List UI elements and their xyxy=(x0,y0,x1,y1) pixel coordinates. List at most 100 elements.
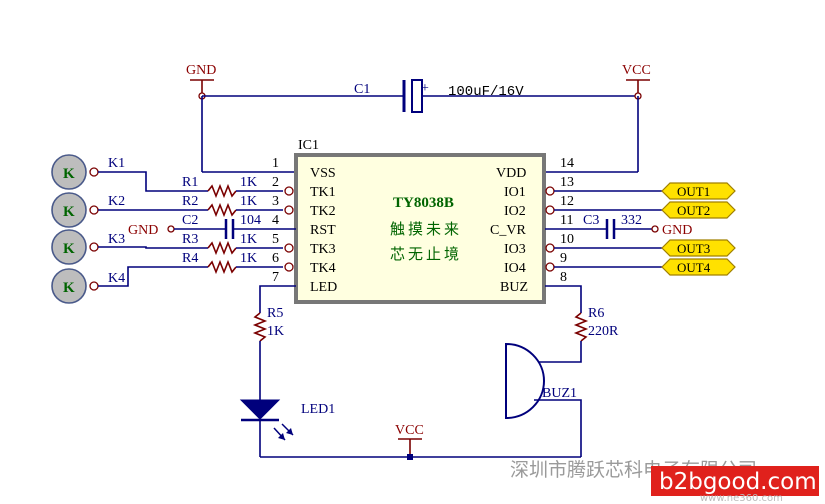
resistor-r2: R2 1K xyxy=(182,194,283,218)
key-k2-ref: K2 xyxy=(108,194,125,209)
out4-shape xyxy=(661,258,736,276)
c3-value: 332 xyxy=(621,213,642,228)
out3-shape xyxy=(661,239,736,257)
io4-bubble xyxy=(545,262,555,272)
key-k3-ref: K3 xyxy=(108,232,125,247)
c3-ref: C3 xyxy=(583,213,599,228)
out2-shape xyxy=(661,201,736,219)
vcc-top-label: VCC xyxy=(622,63,651,78)
pin-5-name: TK3 xyxy=(310,242,336,257)
led-ray-1-head xyxy=(286,428,293,435)
r4-value: 1K xyxy=(240,251,257,266)
buz-pin-wire xyxy=(545,285,582,313)
pin-5-num: 5 xyxy=(272,232,279,247)
key-k4-ref: K4 xyxy=(108,271,125,286)
pin-10-name: IO3 xyxy=(504,242,526,257)
pin-14-name: VDD xyxy=(496,166,526,181)
pin-4-name: RST xyxy=(310,223,336,238)
pin-13-num: 13 xyxy=(560,175,574,190)
buzzer-to-vcc-wire xyxy=(534,399,582,457)
key-k3-symbol: K xyxy=(63,241,75,257)
vcc-bottom-label: VCC xyxy=(395,423,424,438)
watermark-sub: www.ne360.com xyxy=(700,493,783,504)
k1-wire xyxy=(98,171,208,192)
tk1-bubble xyxy=(284,186,294,196)
key-k1-symbol: K xyxy=(63,166,75,182)
r5-ref: R5 xyxy=(267,306,283,321)
gnd-c2-pin xyxy=(167,225,175,233)
pin-7-num: 7 xyxy=(272,270,279,285)
pin-3-num: 3 xyxy=(272,194,279,209)
out2-label: OUT2 xyxy=(677,203,710,218)
pin-6-name: TK4 xyxy=(310,261,336,276)
r6-ref: R6 xyxy=(588,306,604,321)
ic-part: TY8038B xyxy=(393,195,454,211)
key-k3: K K3 xyxy=(51,229,125,265)
out1-label: OUT1 xyxy=(677,184,710,199)
capacitor-c2: GND C2 104 xyxy=(128,213,296,239)
resistor-r5: R5 1K xyxy=(252,306,284,342)
r3-value: 1K xyxy=(240,232,257,247)
buzzer-body xyxy=(505,342,545,420)
tk2-bubble xyxy=(284,205,294,215)
pin-8-num: 8 xyxy=(560,270,567,285)
key-k3-pin xyxy=(89,242,99,252)
r2-value: 1K xyxy=(240,194,257,209)
pin-11-num: 11 xyxy=(560,213,573,228)
ic-left-pins: 1 VSS 2 TK1 3 TK2 4 RST 5 TK3 6 TK4 7 LE… xyxy=(272,156,337,295)
key-k3-pad xyxy=(51,229,87,265)
pin-1-num: 1 xyxy=(272,156,279,171)
pin-1-name: VSS xyxy=(310,166,336,181)
key-k2: K K2 xyxy=(51,192,125,228)
c1-value: 100uF/16V xyxy=(448,84,524,100)
gnd-c3-label: GND xyxy=(662,223,692,238)
r2-zigzag xyxy=(207,202,237,218)
pin-7-name: LED xyxy=(310,280,337,295)
r4-ref: R4 xyxy=(182,251,198,266)
led-pin-wire xyxy=(259,285,296,313)
ic-slogan-1: 触摸未来 xyxy=(390,221,462,238)
led-triangle xyxy=(239,399,281,420)
k3-wire xyxy=(98,246,208,249)
key-k1-pin xyxy=(89,167,99,177)
r5-zigzag xyxy=(252,312,268,342)
key-k2-pad xyxy=(51,192,87,228)
pin-14-num: 14 xyxy=(560,156,574,171)
key-k2-symbol: K xyxy=(63,204,75,220)
r6-value: 220R xyxy=(588,324,619,339)
resistor-r4: R4 1K xyxy=(182,251,283,275)
key-k4: K K4 xyxy=(51,268,125,304)
pin-9-name: IO4 xyxy=(504,261,526,276)
pin-2-name: TK1 xyxy=(310,185,336,200)
ic-ref: IC1 xyxy=(298,138,319,153)
resistor-r3: R3 1K xyxy=(182,232,283,256)
c1-ref: C1 xyxy=(354,82,370,97)
out2-tag: OUT2 xyxy=(661,201,736,219)
gnd-top-label: GND xyxy=(186,63,216,78)
r1-ref: R1 xyxy=(182,175,198,190)
r4-zigzag xyxy=(207,259,237,275)
out1-shape xyxy=(661,182,736,200)
pin-8-name: BUZ xyxy=(500,280,528,295)
key-k1-pad xyxy=(51,154,87,190)
r1-value: 1K xyxy=(240,175,257,190)
out4-tag: OUT4 xyxy=(661,258,736,276)
led-ref: LED1 xyxy=(301,402,335,417)
out4-label: OUT4 xyxy=(677,260,711,275)
out3-tag: OUT3 xyxy=(661,239,736,257)
out3-label: OUT3 xyxy=(677,241,710,256)
ic-slogan-2: 芯无止境 xyxy=(390,245,462,263)
key-k4-pad xyxy=(51,268,87,304)
key-k4-symbol: K xyxy=(63,280,75,296)
r6-zigzag xyxy=(573,312,589,342)
k4-wire xyxy=(98,266,208,287)
c1-polarity: + xyxy=(421,81,429,96)
vcc-bottom-junction xyxy=(407,454,413,460)
led-ray-2-head xyxy=(278,433,285,440)
r6-to-buzzer-wire xyxy=(534,341,582,363)
gnd-c2-label: GND xyxy=(128,223,158,238)
pin-9-num: 9 xyxy=(560,251,567,266)
buzzer-ref: BUZ1 xyxy=(542,386,577,401)
pin-4-num: 4 xyxy=(272,213,279,228)
pin-12-num: 12 xyxy=(560,194,574,209)
